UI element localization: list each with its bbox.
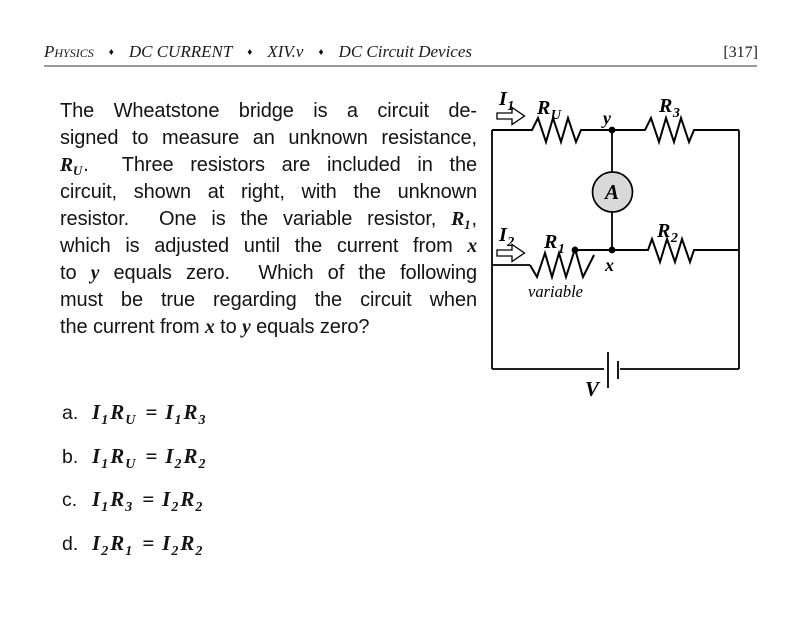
option-row-b: b. I1RU=I2R2	[62, 443, 208, 472]
label-node-y: y	[601, 108, 612, 128]
battery-label: V	[585, 377, 601, 401]
label-r1: R1	[543, 231, 565, 257]
ammeter-circle	[591, 171, 634, 213]
diamond-separator-icon: ♦	[108, 47, 114, 58]
circuit-diagram: A V I1 RU y R3 I2 R1 x R2 variable	[491, 88, 740, 401]
option-row-a: a. I1RU=I1R3	[62, 400, 208, 428]
header-section: DC CURRENT	[128, 42, 233, 61]
node-x-dot	[608, 246, 616, 254]
resistor-r1-zigzag	[529, 245, 595, 281]
node-y-dot	[608, 126, 616, 134]
question-line: circuit, shown at right, with the unknow…	[60, 181, 477, 203]
option-row-c: c. I1R3=I2R2	[62, 487, 208, 515]
label-r3: R3	[658, 95, 680, 121]
option-label: b.	[62, 445, 79, 468]
question-line: the current from x to y equals zero?	[60, 316, 370, 338]
question-line: to y equals zero. Which of the following	[60, 262, 478, 284]
header-breadcrumb: Physics ♦ DC CURRENT ♦ XIV.v ♦ DC Circui…	[44, 42, 472, 62]
label-i2: I2	[498, 224, 514, 250]
header-topic: DC Circuit Devices	[338, 42, 472, 61]
question-line: resistor. One is the variable resistor, …	[60, 208, 477, 232]
diamond-separator-icon: ♦	[318, 47, 324, 58]
label-ru: RU	[536, 97, 562, 123]
option-label: d.	[62, 532, 79, 555]
r1-wiper-dot	[571, 246, 579, 254]
current-arrow-i1-icon	[496, 106, 526, 126]
label-variable: variable	[528, 282, 583, 301]
ammeter-label: A	[603, 180, 619, 204]
label-i1: I1	[498, 88, 514, 114]
wire-top-with-resistors-ru-r3	[492, 114, 739, 146]
question-line: RU. Three resistors are included in the	[60, 154, 477, 178]
page-number: [317]	[723, 44, 758, 61]
current-arrow-i2-icon	[496, 243, 526, 263]
diamond-separator-icon: ♦	[247, 47, 253, 58]
header-rule	[44, 65, 757, 67]
option-equation: I2R1=I2R2	[92, 530, 203, 559]
option-label: c.	[62, 489, 78, 511]
option-equation: I1RU=I2R2	[92, 443, 206, 472]
page-header: Physics ♦ DC CURRENT ♦ XIV.v ♦ DC Circui…	[44, 42, 758, 62]
options-list: a. I1RU=I1R3 b. I1RU=I2R2 c. I1R3=I2R2 d…	[62, 400, 208, 574]
label-r2: R2	[656, 220, 678, 246]
question-line: which is adjusted until the current from…	[60, 235, 477, 257]
option-equation: I1RU=I1R3	[92, 400, 206, 428]
header-course: Physics	[44, 42, 94, 61]
option-row-d: d. I2R1=I2R2	[62, 530, 208, 559]
question-paragraph: The Wheatstone bridge is a circuit de-si…	[60, 98, 477, 341]
question-line: signed to measure an unknown resistance,	[60, 127, 477, 149]
question-line: The Wheatstone bridge is a circuit de-	[60, 100, 477, 122]
header-chapter: XIV.v	[267, 42, 304, 61]
label-node-x: x	[604, 255, 614, 275]
question-line: must be true regarding the circuit when	[60, 289, 477, 311]
option-equation: I1R3=I2R2	[92, 487, 203, 515]
wire-middle-with-resistor-r2	[575, 235, 739, 266]
option-label: a.	[62, 402, 79, 424]
